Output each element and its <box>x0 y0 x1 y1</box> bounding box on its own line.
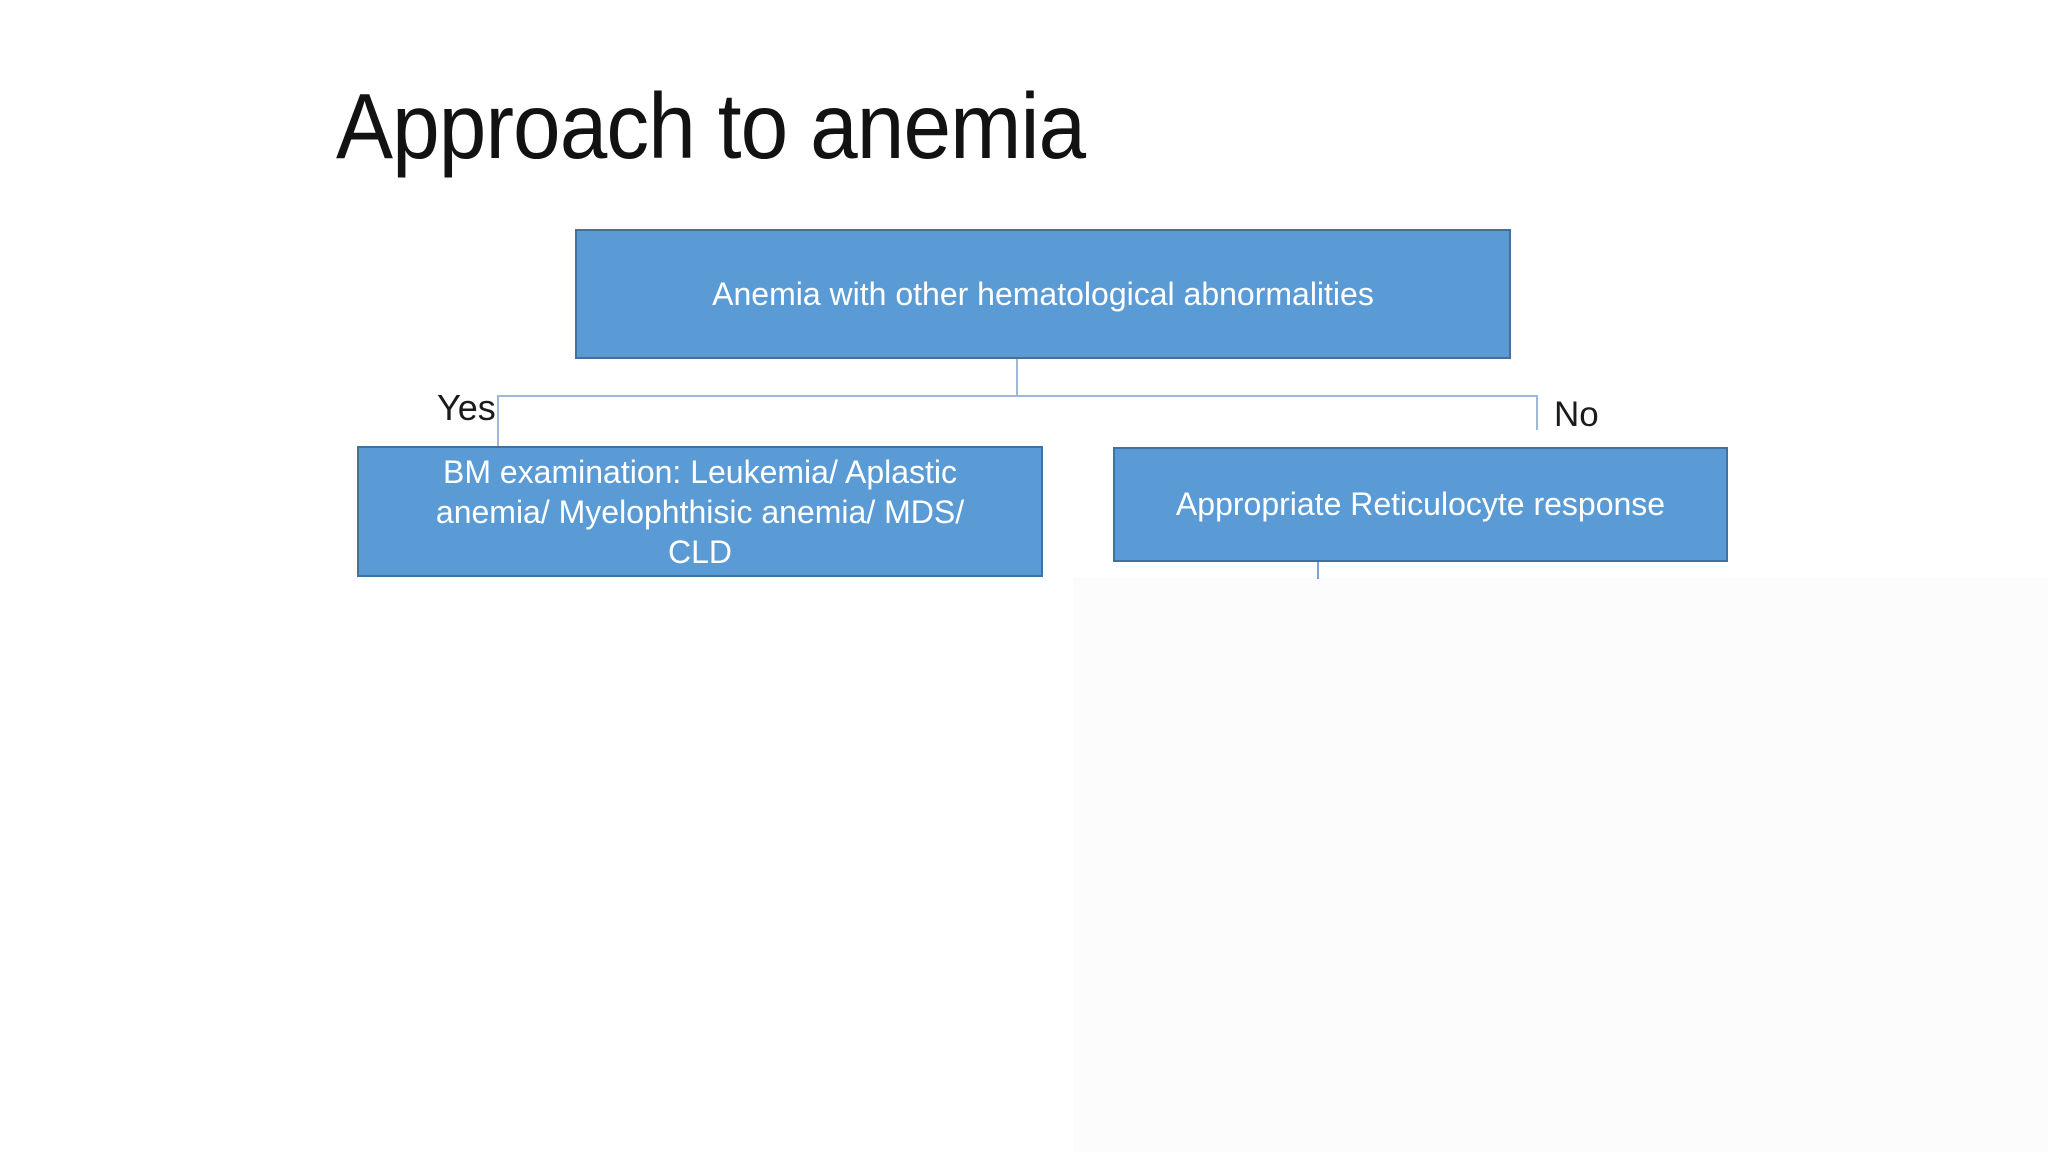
background-shade <box>1073 577 2048 1152</box>
connector-no-drop <box>1536 395 1538 430</box>
branch-label-no: No <box>1554 395 1599 434</box>
flowchart-node-root-label: Anemia with other hematological abnormal… <box>712 275 1374 312</box>
branch-label-yes: Yes <box>437 387 496 428</box>
flowchart-node-reticulocyte-response: Appropriate Reticulocyte response <box>1113 447 1728 562</box>
slide-title: Approach to anemia <box>336 74 1086 178</box>
connector-no-node-stub <box>1317 562 1319 579</box>
flowchart-node-bm-examination: BM examination: Leukemia/ Aplastic anemi… <box>357 446 1043 577</box>
flowchart-node-root: Anemia with other hematological abnormal… <box>575 229 1511 359</box>
connector-root-vertical <box>1016 358 1018 396</box>
connector-branch-horizontal <box>497 395 1538 397</box>
connector-yes-drop <box>497 395 499 447</box>
flowchart-node-reticulocyte-response-label: Appropriate Reticulocyte response <box>1175 486 1666 522</box>
flowchart-node-bm-examination-label: BM examination: Leukemia/ Aplastic anemi… <box>435 453 965 570</box>
